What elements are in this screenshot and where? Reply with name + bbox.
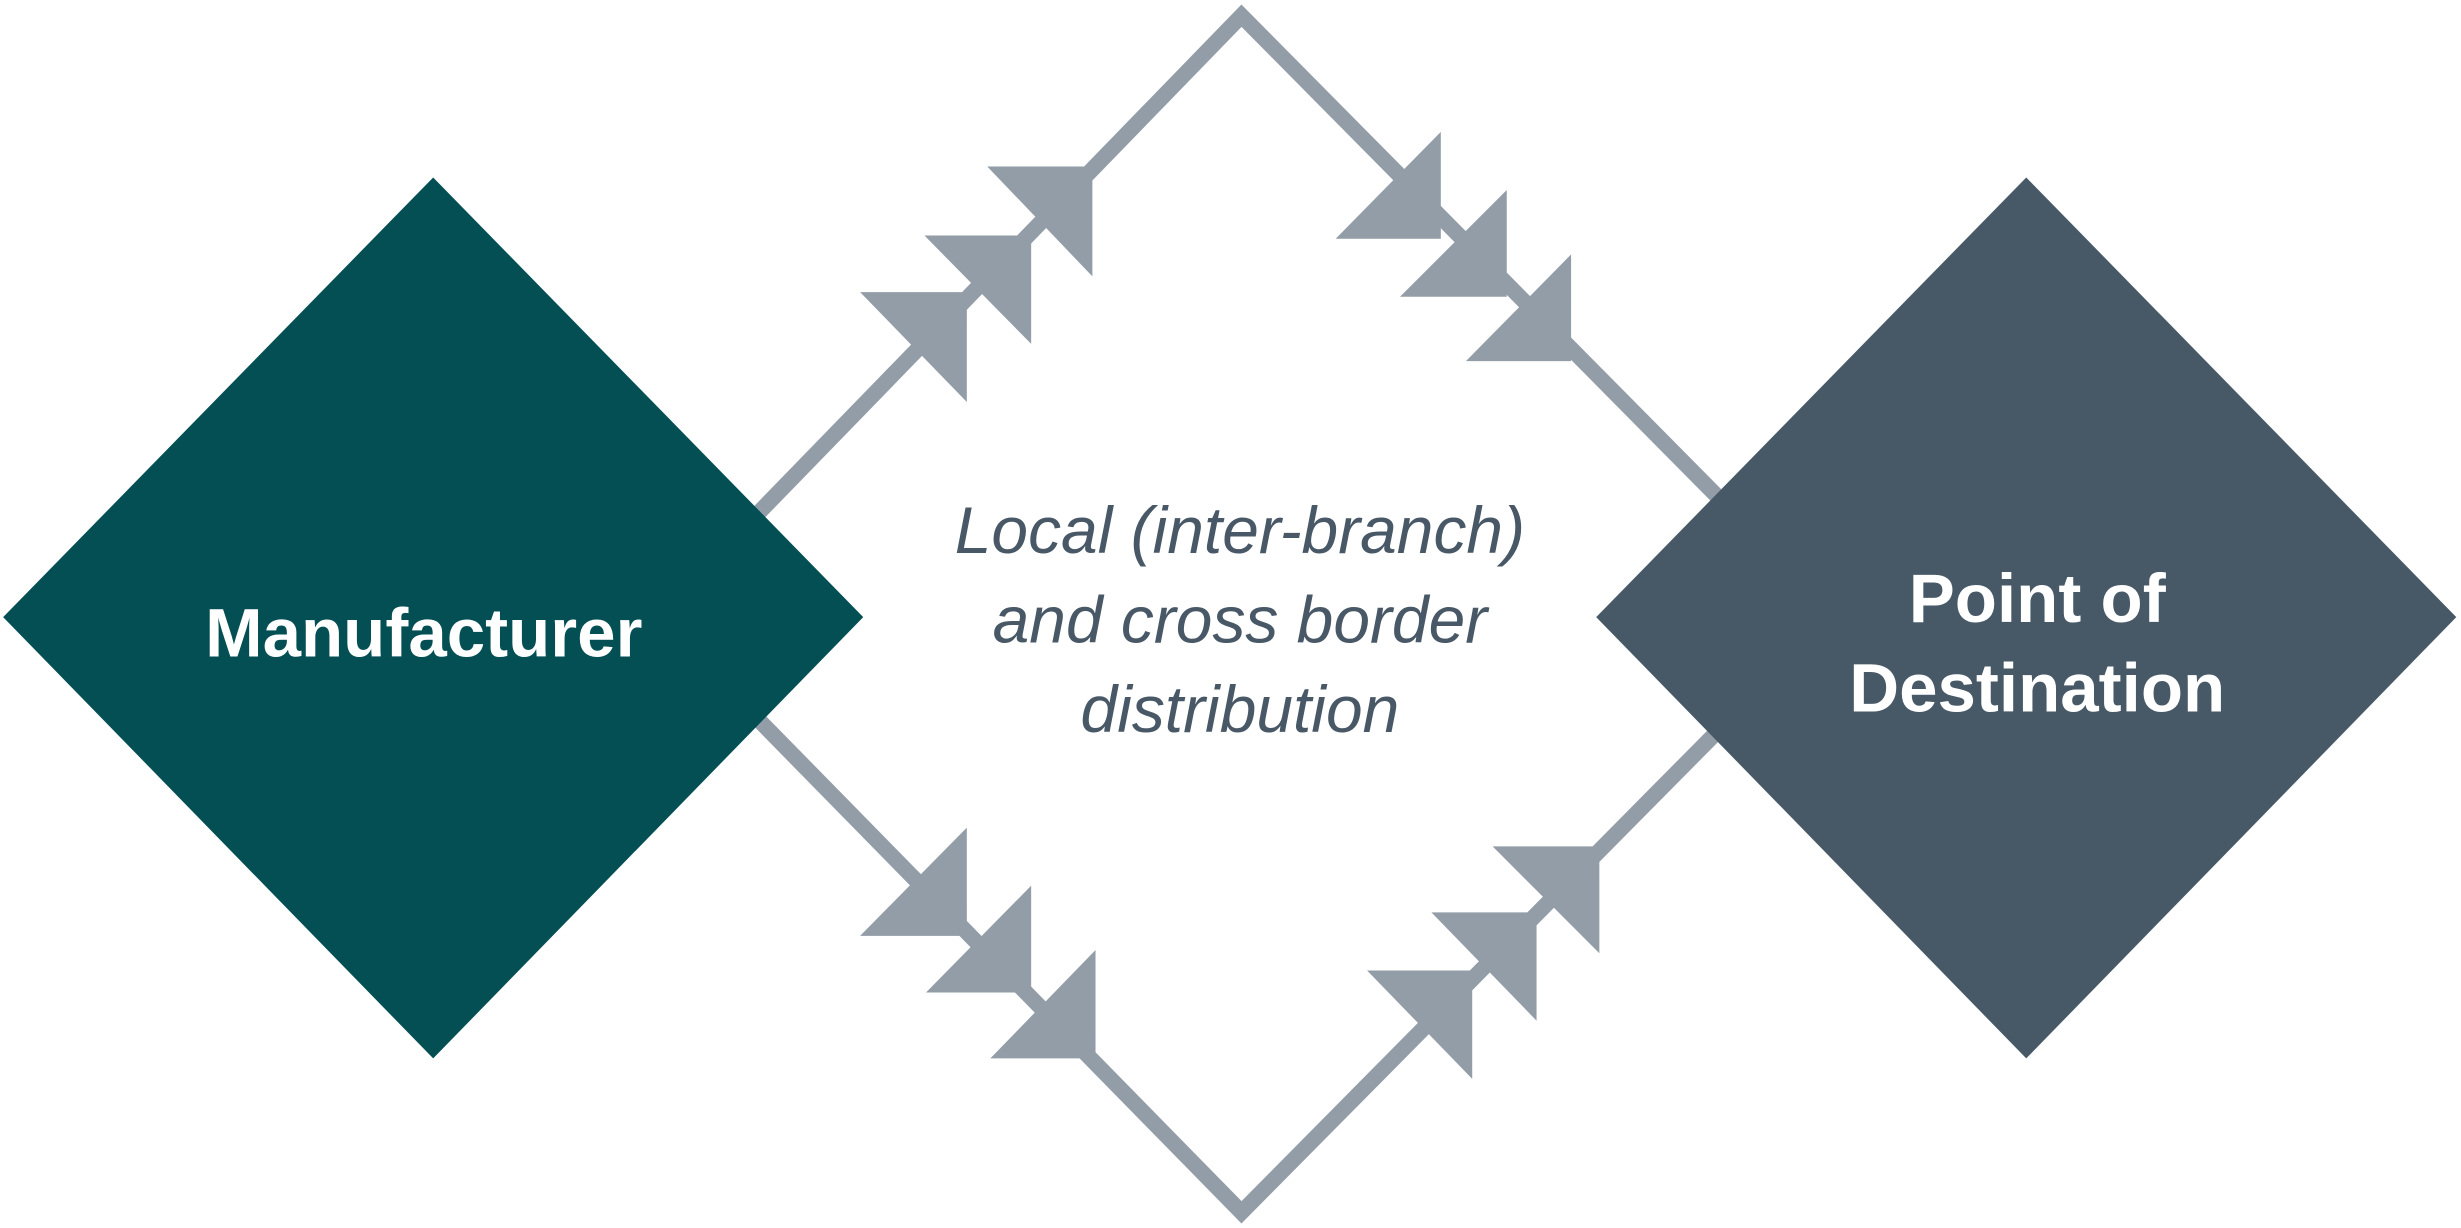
arrowhead-icon [987, 166, 1093, 277]
arrow-icon-group-upper-right [1335, 131, 1572, 362]
arrowhead-icon [1400, 190, 1507, 297]
center-text-line-2: and cross border [993, 582, 1491, 656]
manufacturer-diamond [3, 177, 864, 1059]
center-text-line-1: Local (inter-branch) [955, 493, 1525, 567]
center-text-line-3: distribution [1081, 672, 1400, 746]
arrowhead-icon [926, 885, 1032, 993]
center-description: Local (inter-branch) and cross border di… [955, 493, 1525, 746]
arrowhead-icon [860, 827, 967, 936]
arrowhead-icon [1492, 846, 1600, 954]
destination-label-line-1: Point of [1909, 559, 2167, 637]
manufacturer-node: Manufacturer [3, 177, 864, 1059]
connector-upper-path [747, 4, 1733, 524]
arrowhead-icon [1335, 131, 1441, 239]
destination-diamond [1596, 177, 2457, 1059]
arrowhead-icon [1431, 912, 1537, 1021]
arrowhead-icon [1465, 254, 1572, 362]
manufacturer-label: Manufacturer [205, 593, 642, 671]
destination-node: Point of Destination [1596, 177, 2457, 1059]
connector-lower-path [747, 709, 1733, 1224]
destination-label-line-2: Destination [1849, 648, 2225, 726]
